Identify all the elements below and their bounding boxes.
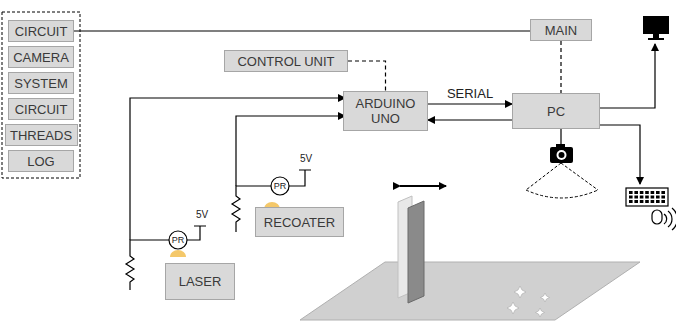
box-label: THREADS: [10, 128, 72, 143]
connector: [428, 119, 512, 120]
sparkles: [507, 286, 550, 317]
monitor-icon: [643, 16, 669, 40]
process-box: LASER: [165, 263, 235, 300]
box-label: CAMERA: [13, 50, 69, 65]
component-label: PR: [172, 235, 185, 245]
box-label: LOG: [27, 154, 54, 169]
box-label: CIRCUIT: [15, 24, 68, 39]
edge-label: SERIAL: [447, 86, 493, 101]
box-label: CIRCUIT: [15, 102, 68, 117]
connector: [74, 30, 530, 31]
box-label: LASER: [179, 274, 222, 289]
process-box: RECOATER: [255, 207, 344, 237]
process-box: CONTROL UNIT: [224, 50, 348, 72]
box-label: PC: [547, 104, 565, 119]
camera-icon: [550, 144, 573, 163]
camera-wire: [560, 129, 561, 144]
process-box: ARDUINO UNO: [343, 91, 428, 131]
laser-sensor-circuit: [126, 98, 345, 290]
voltage-label: 5V: [300, 153, 312, 164]
group-outline: [2, 12, 80, 178]
connector: [348, 61, 386, 91]
box-label: CONTROL UNIT: [237, 54, 334, 69]
voltage-label: 5V: [196, 209, 208, 220]
process-box: SYSTEM: [8, 72, 74, 94]
process-box: PC: [512, 93, 600, 129]
keyboard-icon: [626, 188, 676, 230]
connector: [560, 41, 561, 93]
box-label: ARDUINO UNO: [344, 96, 427, 126]
box-label: RECOATER: [264, 215, 335, 230]
process-box: CIRCUIT: [8, 98, 74, 120]
process-box: LOG: [8, 150, 74, 172]
monitor-wire: [600, 44, 655, 108]
photoresistor-sensor: [170, 250, 186, 257]
recoater-sensor-circuit: [232, 116, 345, 232]
connector: [428, 103, 512, 104]
recoater-blade: [408, 201, 424, 303]
process-box: CIRCUIT: [8, 20, 74, 42]
process-box: CAMERA: [8, 46, 74, 68]
build-platform: [300, 262, 640, 320]
box-label: SYSTEM: [14, 76, 67, 91]
component-label: PR: [274, 181, 287, 191]
camera-view: [526, 163, 598, 198]
process-box: THREADS: [5, 124, 78, 146]
motion-arrow: [400, 185, 446, 187]
box-label: MAIN: [545, 23, 578, 38]
keyboard-wire: [600, 125, 640, 184]
process-box: MAIN: [530, 19, 592, 41]
